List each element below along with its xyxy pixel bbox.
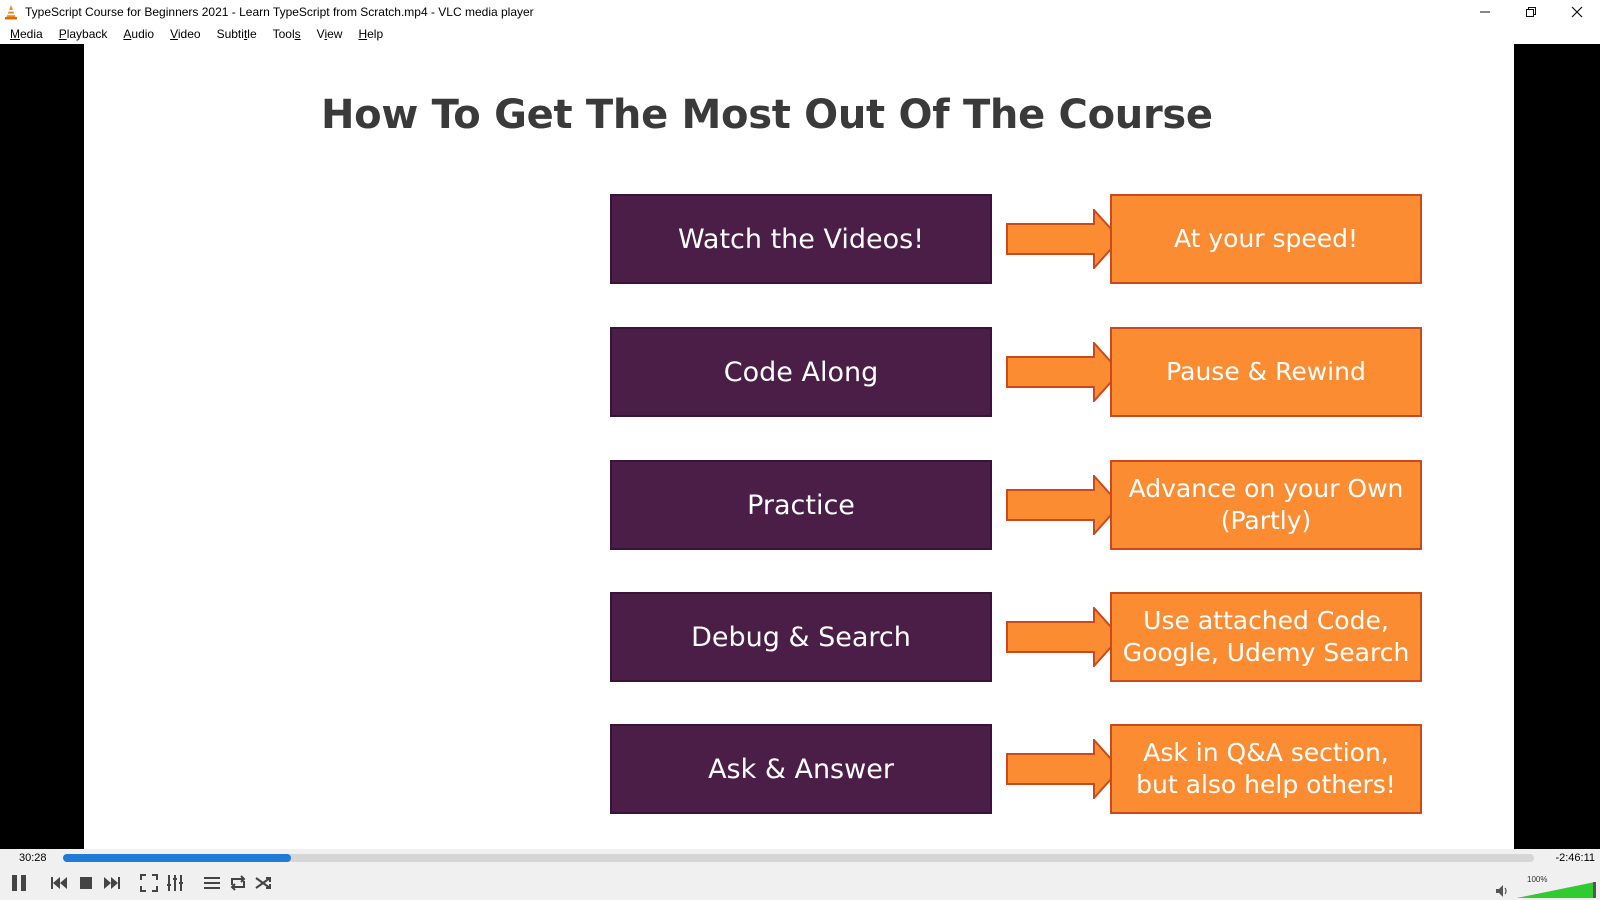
menu-media-label: edia [20, 27, 43, 41]
minimize-icon [1480, 11, 1490, 13]
step-box: Practice [610, 460, 992, 550]
menu-view-accel: i [324, 27, 328, 41]
time-remaining[interactable]: -2:46:11 [1555, 852, 1595, 864]
loop-icon [230, 875, 246, 891]
restore-button[interactable] [1508, 0, 1554, 24]
menu-tools-accel: s [294, 27, 301, 41]
fullscreen-button[interactable] [137, 871, 161, 895]
menu-help[interactable]: Help [350, 24, 391, 44]
player-controls: 30:28 -2:46:11 100% [0, 849, 1600, 900]
close-icon [1571, 6, 1583, 18]
menu-playback-accel: P [58, 27, 67, 41]
time-elapsed[interactable]: 30:28 [19, 852, 47, 864]
slide-title: How To Get The Most Out Of The Course [321, 92, 1213, 138]
right-arrow-icon [1006, 607, 1122, 667]
close-button[interactable] [1554, 0, 1600, 24]
menu-help-accel: H [358, 27, 368, 41]
menu-audio-label: udio [131, 27, 155, 41]
volume-slider[interactable] [1518, 882, 1596, 898]
previous-button[interactable] [47, 871, 71, 895]
menu-playback-label: layback [66, 27, 108, 41]
menu-subtitle-pre: Subti [216, 27, 244, 41]
tip-box: Use attached Code, Google, Udemy Search [1110, 592, 1422, 682]
menu-view-label: ew [327, 27, 343, 41]
right-arrow-icon [1006, 209, 1122, 269]
window-controls [1462, 0, 1600, 24]
title-bar: TypeScript Course for Beginners 2021 - L… [0, 0, 1600, 24]
menu-subtitle-label: le [247, 27, 257, 41]
stop-button[interactable] [74, 871, 98, 895]
slide-row: Debug & Search Use attached Code, Google… [610, 592, 1422, 682]
step-box: Watch the Videos! [610, 194, 992, 284]
playlist-icon [204, 877, 220, 889]
skip-forward-icon [104, 877, 120, 889]
restore-icon [1526, 7, 1536, 17]
minimize-button[interactable] [1462, 0, 1508, 24]
next-button[interactable] [100, 871, 124, 895]
menu-tools-pre: Tool [272, 27, 295, 41]
vlc-cone-icon [3, 4, 19, 20]
right-arrow-icon [1006, 475, 1122, 535]
volume-level: 100% [1527, 875, 1548, 884]
menu-media-accel: M [10, 27, 20, 41]
pause-icon [12, 875, 26, 891]
right-arrow-icon [1006, 342, 1122, 402]
menu-video-accel: V [170, 27, 178, 41]
tip-box: At your speed! [1110, 194, 1422, 284]
shuffle-button[interactable] [252, 871, 276, 895]
menu-view-pre: V [316, 27, 325, 41]
slide-row: Ask & Answer Ask in Q&A section, but als… [610, 724, 1422, 814]
equalizer-icon [167, 875, 183, 891]
menu-help-label: elp [367, 27, 384, 41]
menu-playback[interactable]: Playback [51, 24, 116, 44]
extended-settings-button[interactable] [163, 871, 187, 895]
step-box: Debug & Search [610, 592, 992, 682]
tip-box: Pause & Rewind [1110, 327, 1422, 417]
volume-handle[interactable] [1593, 882, 1596, 898]
tip-box: Ask in Q&A section, but also help others… [1110, 724, 1422, 814]
menu-view[interactable]: View [309, 24, 351, 44]
slide-row: Watch the Videos! At your speed! [610, 194, 1422, 284]
menu-subtitle[interactable]: Subtitle [209, 24, 265, 44]
stop-icon [80, 877, 92, 889]
loop-button[interactable] [226, 871, 250, 895]
menu-audio[interactable]: Audio [115, 24, 162, 44]
video-area[interactable]: How To Get The Most Out Of The Course Wa… [0, 44, 1600, 849]
speaker-icon[interactable] [1495, 884, 1511, 898]
menu-bar: Media Playback Audio Video Subtitle Tool… [0, 24, 1600, 44]
slide-row: Practice Advance on your Own (Partly) [610, 460, 1422, 550]
menu-audio-accel: A [123, 27, 132, 41]
fullscreen-icon [140, 874, 158, 892]
pause-button[interactable] [5, 869, 33, 897]
slide-row: Code Along Pause & Rewind [610, 327, 1422, 417]
menu-subtitle-accel: t [243, 27, 248, 41]
tip-box: Advance on your Own (Partly) [1110, 460, 1422, 550]
menu-media[interactable]: Media [2, 24, 51, 44]
playlist-button[interactable] [200, 871, 224, 895]
step-box: Code Along [610, 327, 992, 417]
skip-back-icon [51, 877, 67, 889]
window-title: TypeScript Course for Beginners 2021 - L… [25, 5, 534, 19]
slide: How To Get The Most Out Of The Course Wa… [84, 44, 1514, 849]
menu-video-label: ideo [177, 27, 201, 41]
step-box: Ask & Answer [610, 724, 992, 814]
seek-bar[interactable] [63, 854, 1534, 862]
shuffle-icon [255, 877, 271, 889]
right-arrow-icon [1006, 739, 1122, 799]
menu-tools[interactable]: Tools [265, 24, 309, 44]
seek-progress [63, 854, 291, 862]
menu-video[interactable]: Video [162, 24, 208, 44]
